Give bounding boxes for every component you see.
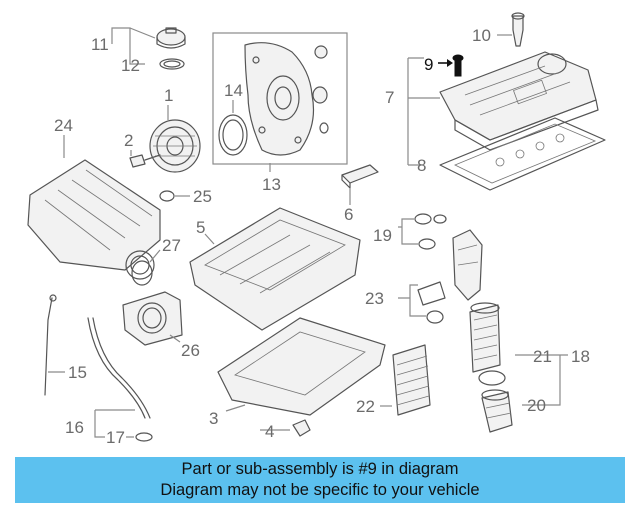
callout-12: 12 (121, 56, 140, 75)
part-drain-plug (292, 419, 311, 437)
info-banner: Part or sub-assembly is #9 in diagram Di… (15, 457, 625, 503)
part-filter-housing-seal (478, 370, 506, 386)
callout-19: 19 (373, 226, 392, 245)
callout-3: 3 (209, 409, 218, 428)
part-upper-oil-pan (189, 207, 361, 331)
part-valve-cover-gasket (439, 117, 606, 191)
part-25-oring (159, 190, 175, 202)
banner-line-2: Diagram may not be specific to your vehi… (160, 481, 480, 499)
timing-cover-group-box (212, 32, 348, 165)
part-lower-oil-pan (217, 317, 386, 416)
callout-7: 7 (385, 88, 394, 107)
callout-15: 15 (68, 363, 87, 382)
part-oil-filler-cap (156, 27, 186, 49)
part-filler-cap-seal (159, 58, 185, 70)
callout-17: 17 (106, 428, 125, 447)
part-9-valve-cover-bolt (452, 54, 464, 77)
part-throttle-body (122, 291, 183, 346)
part-oil-filter-element (469, 302, 501, 373)
part-6-bracket (341, 164, 379, 189)
part-intake-manifold (27, 159, 161, 280)
callout-5: 5 (196, 218, 205, 237)
callout-4: 4 (265, 422, 274, 441)
part-oil-cooler (392, 344, 431, 416)
callout-14: 14 (224, 81, 243, 100)
part-sensor (511, 12, 525, 47)
callout-18: 18 (571, 347, 590, 366)
callout-13: 13 (262, 175, 281, 194)
callout-9: 9 (424, 55, 433, 74)
part-pulley-bolt (129, 154, 161, 168)
callout-21: 21 (533, 347, 552, 366)
callout-8: 8 (417, 156, 426, 175)
part-dipstick-tube (87, 317, 151, 419)
callout-24: 24 (54, 116, 73, 135)
callout-26: 26 (181, 341, 200, 360)
part-timing-cover-plug (312, 45, 329, 134)
callout-22: 22 (356, 397, 375, 416)
parts-diagram: 11 12 1 2 14 13 10 (27, 12, 606, 447)
part-17-seal (135, 432, 153, 442)
part-crankshaft-pulley (149, 119, 201, 173)
callout-23: 23 (365, 289, 384, 308)
callout-20: 20 (527, 396, 546, 415)
part-oil-filter-cap (481, 389, 513, 433)
callout-6: 6 (344, 205, 353, 224)
callout-2: 2 (124, 131, 133, 150)
callout-1: 1 (164, 86, 173, 105)
part-oil-filter-housing (452, 229, 483, 301)
callout-25: 25 (193, 187, 212, 206)
callout-16: 16 (65, 418, 84, 437)
callout-27: 27 (162, 236, 181, 255)
part-27-gasket (131, 260, 153, 286)
banner-line-1: Part or sub-assembly is #9 in diagram (181, 460, 459, 478)
part-19-orings (414, 213, 447, 250)
part-valve-cover (439, 51, 599, 151)
part-23-adapter (417, 281, 446, 324)
callout-11: 11 (91, 35, 109, 54)
part-timing-cover (244, 42, 315, 156)
part-front-seal (218, 114, 248, 156)
part-dipstick (44, 294, 57, 396)
callout-10: 10 (472, 26, 491, 45)
